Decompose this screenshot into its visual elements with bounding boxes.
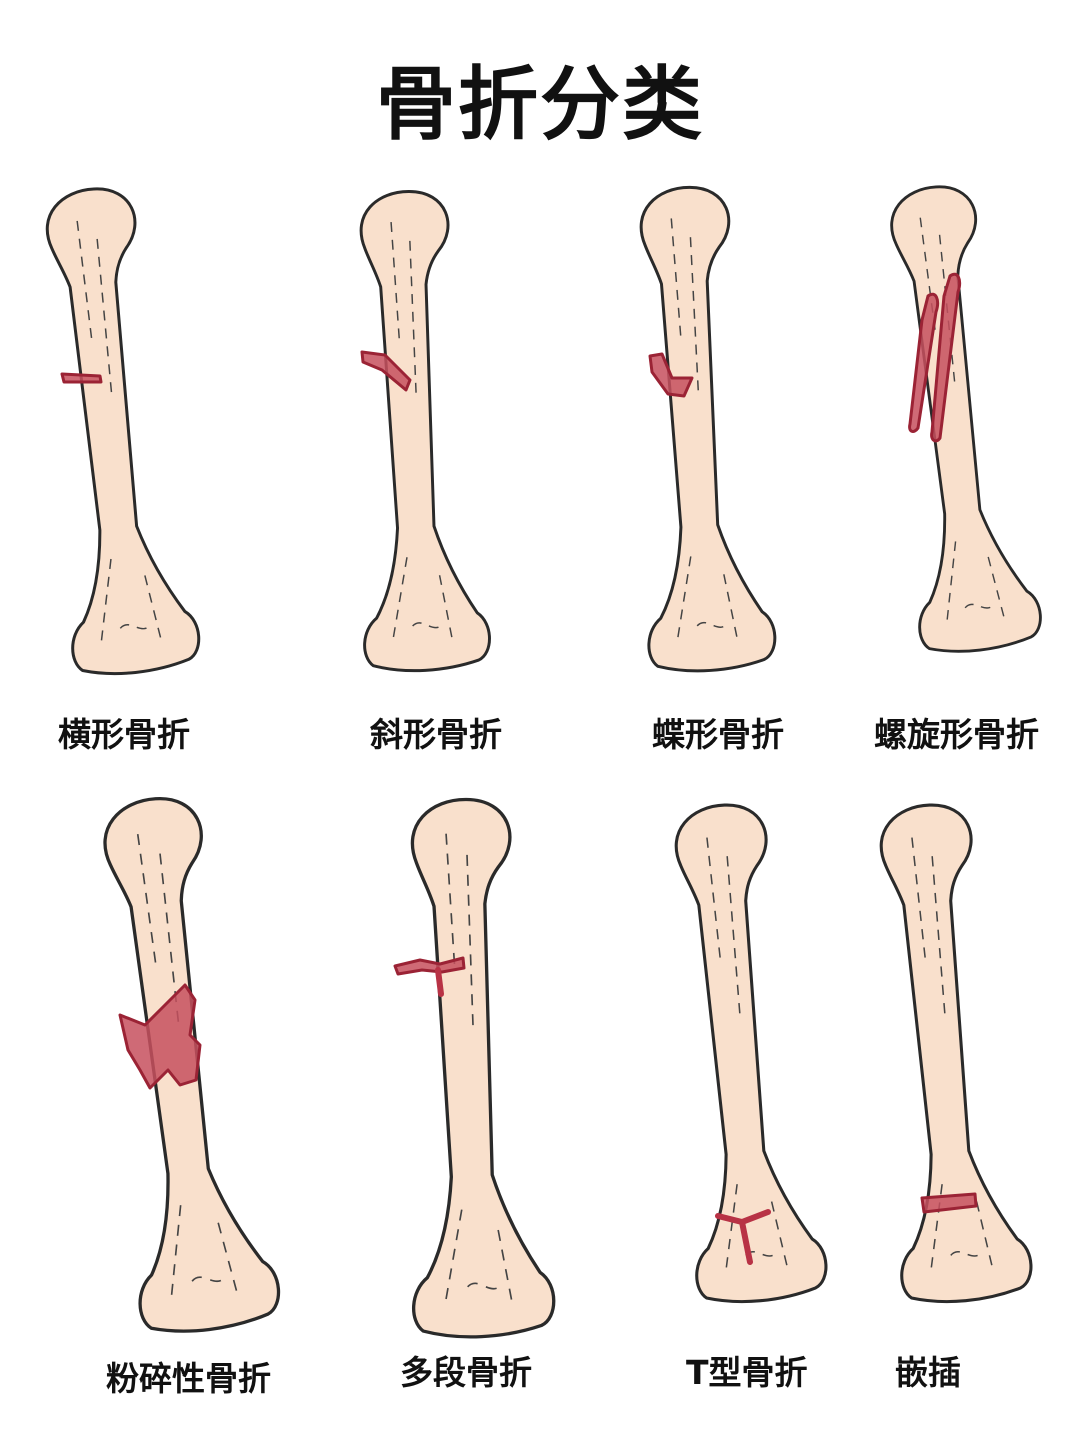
bone-texture bbox=[911, 837, 995, 1273]
bone-texture bbox=[670, 218, 739, 644]
bone-outline bbox=[359, 190, 491, 673]
fracture-comminuted bbox=[118, 983, 202, 1090]
fracture-butterfly bbox=[648, 352, 694, 398]
bone-1 bbox=[45, 187, 201, 676]
bone-6 bbox=[410, 797, 556, 1339]
bone-texture bbox=[390, 222, 454, 644]
fracture-impacted bbox=[920, 1192, 978, 1214]
bone-texture bbox=[445, 833, 514, 1308]
fracture-segmental-crack bbox=[435, 967, 444, 997]
label-comminuted: 粉碎性骨折 bbox=[106, 1359, 271, 1398]
bone-8 bbox=[879, 803, 1033, 1304]
bone-outline bbox=[890, 185, 1042, 653]
bone-3 bbox=[639, 185, 777, 673]
fracture-marks bbox=[60, 272, 978, 1265]
label-segmental: 多段骨折 bbox=[400, 1353, 532, 1392]
fracture-spiral-2 bbox=[930, 272, 962, 443]
bone-2 bbox=[359, 190, 491, 673]
fracture-t-shape bbox=[715, 1209, 771, 1265]
bone-outline bbox=[639, 185, 777, 673]
fracture-transverse bbox=[60, 372, 103, 384]
bone-4 bbox=[890, 185, 1042, 653]
fracture-spiral-1 bbox=[908, 292, 940, 433]
bone-texture bbox=[706, 837, 790, 1273]
fracture-oblique bbox=[360, 350, 412, 392]
bone-texture bbox=[76, 220, 163, 645]
bone-outline bbox=[410, 797, 556, 1339]
label-spiral: 螺旋形骨折 bbox=[874, 715, 1039, 754]
label-butterfly: 蝶形骨折 bbox=[652, 715, 784, 754]
label-t-shape: T型骨折 bbox=[686, 1353, 808, 1392]
bone-outline bbox=[45, 187, 201, 676]
label-oblique: 斜形骨折 bbox=[370, 715, 502, 754]
bone-outline bbox=[879, 803, 1033, 1304]
label-transverse: 横形骨折 bbox=[58, 715, 190, 754]
fracture-segmental bbox=[393, 956, 466, 976]
label-impacted: 嵌插 bbox=[895, 1353, 961, 1392]
bone-texture bbox=[136, 834, 240, 1298]
page-title: 骨折分类 bbox=[376, 58, 704, 151]
